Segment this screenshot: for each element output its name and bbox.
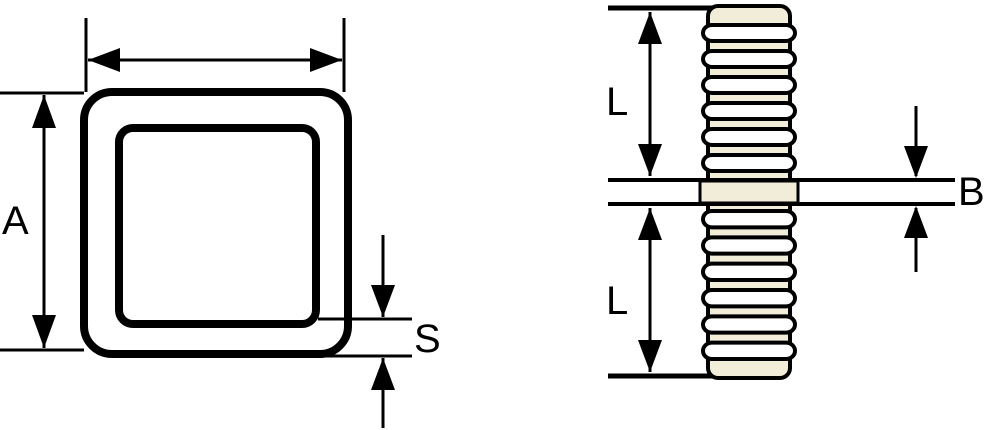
ribbon-segment [701,23,797,43]
ribbon-segment [701,101,797,121]
ribbon-segment [701,288,797,309]
ribbon-segment [701,314,797,335]
band-ribbon-section [698,179,800,205]
label-s: S [414,317,441,361]
ribbon-segments-lower [701,209,797,361]
ribbon-segment [701,340,797,361]
ring-inner-edge [115,124,320,328]
center-band [608,178,955,206]
ribbon-segment [701,49,797,69]
ribbon-segment [701,235,797,256]
top-width-dimension [84,18,346,92]
ribbon-segments-upper [701,23,797,173]
ribbon-segment [701,75,797,95]
ribbon-segment [701,209,797,230]
square-ring-view: A S [0,18,441,428]
band-thickness-dimension-b: B [904,106,985,272]
ribbon-segment [701,261,797,282]
ribbon-side-view: L L B [606,4,985,380]
label-l-upper: L [606,80,628,124]
height-dimension-a: A [0,91,84,352]
ribbon-segment [701,153,797,173]
label-a: A [2,199,29,243]
upper-pitch-dimension: L [606,12,662,176]
lower-pitch-dimension: L [606,208,662,372]
label-b: B [958,170,985,214]
wall-thickness-dimension-s: S [300,235,441,428]
ribbon-segment [701,127,797,147]
label-l-lower: L [606,279,628,323]
